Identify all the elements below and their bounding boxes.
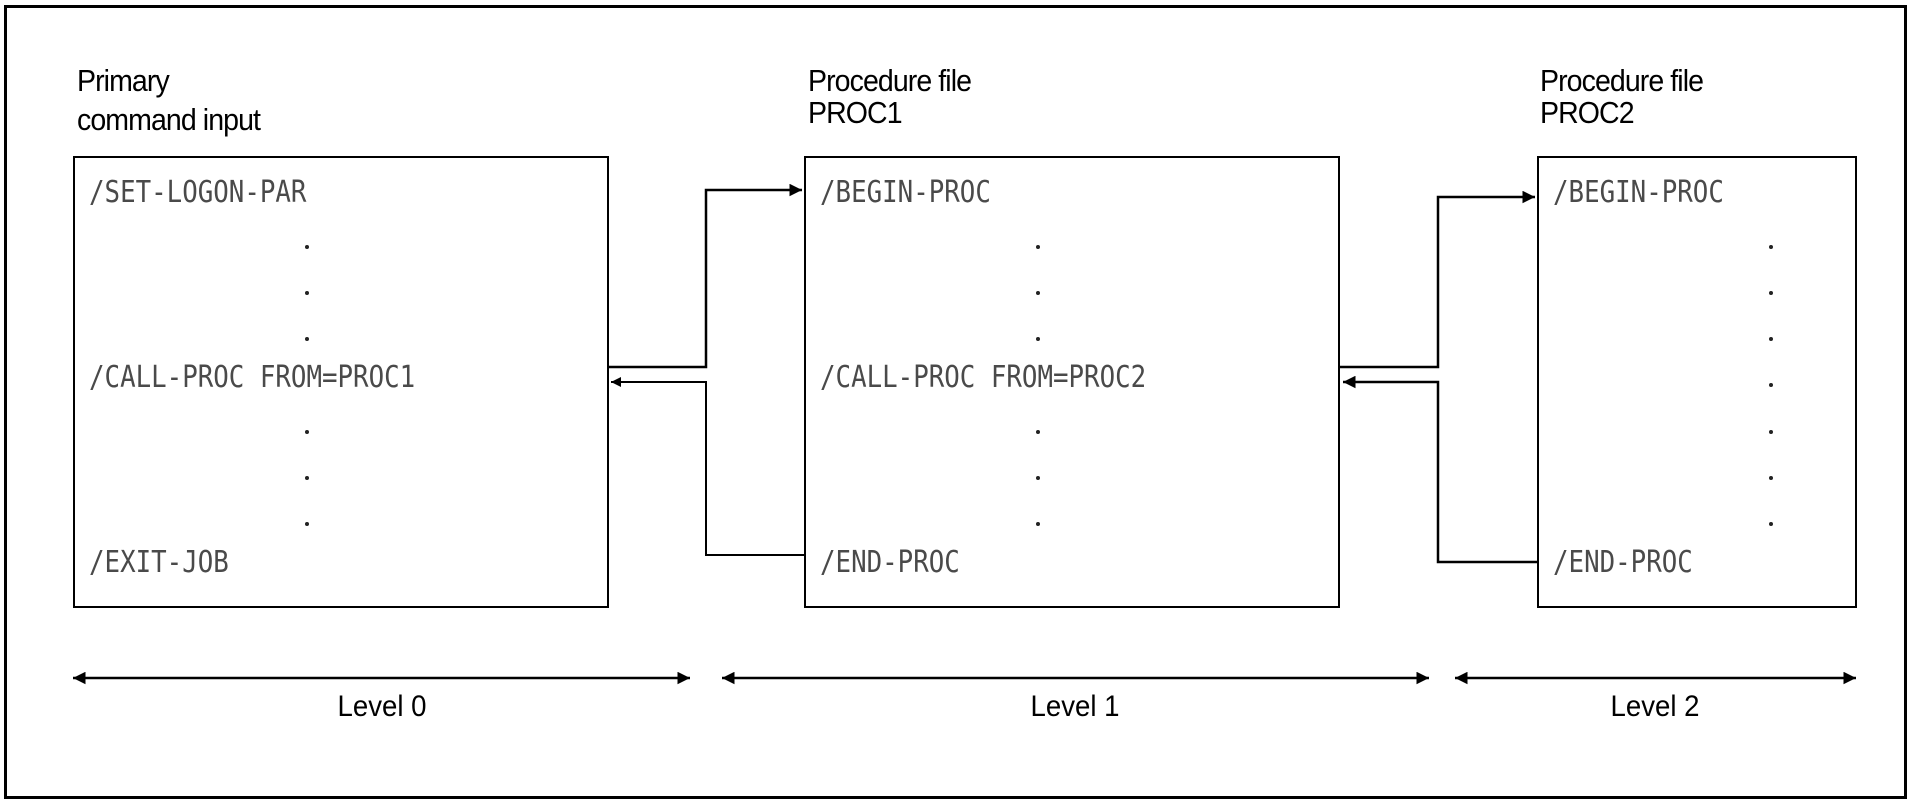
code-line-end-proc: /END-PROC (820, 545, 960, 580)
ellipsis-dot (1036, 245, 1040, 249)
code-line-end-proc: /END-PROC (1553, 545, 1693, 580)
proc2-box: /BEGIN-PROC /END-PROC (1537, 156, 1857, 608)
code-line-call-proc2: /CALL-PROC FROM=PROC2 (820, 360, 1147, 395)
primary-input-box: /SET-LOGON-PAR /CALL-PROC FROM=PROC1 /EX… (73, 156, 609, 608)
ellipsis-dot (1036, 430, 1040, 434)
ellipsis-dot (1036, 522, 1040, 526)
level-0-label: Level 0 (337, 690, 427, 723)
ellipsis-dot (305, 430, 309, 434)
primary-input-title-line2: command input (77, 102, 261, 137)
ellipsis-dot (305, 522, 309, 526)
ellipsis-dot (1769, 291, 1773, 295)
ellipsis-dot (1036, 476, 1040, 480)
ellipsis-dot (1769, 383, 1773, 387)
ellipsis-dot (1036, 337, 1040, 341)
return-arrow-proc2 (1343, 375, 1537, 564)
ellipsis-dot (305, 337, 309, 341)
code-line-begin-proc: /BEGIN-PROC (820, 175, 991, 210)
call-arrow-proc2 (1340, 190, 1535, 369)
proc1-title-line2: PROC1 (808, 95, 903, 130)
ellipsis-dot (1769, 245, 1773, 249)
call-arrow-proc1 (609, 183, 802, 369)
proc1-box: /BEGIN-PROC /CALL-PROC FROM=PROC2 /END-P… (804, 156, 1340, 608)
ellipsis-dot (305, 476, 309, 480)
code-line-set-logon-par: /SET-LOGON-PAR (89, 175, 307, 210)
ellipsis-dot (305, 245, 309, 249)
ellipsis-dot (1769, 337, 1773, 341)
proc1-title-line1: Procedure file (808, 63, 972, 98)
proc2-title-line1: Procedure file (1540, 63, 1704, 98)
proc2-title-line2: PROC2 (1540, 95, 1635, 130)
ellipsis-dot (305, 291, 309, 295)
code-line-exit-job: /EXIT-JOB (89, 545, 229, 580)
ellipsis-dot (1769, 476, 1773, 480)
level-1-label: Level 1 (1030, 690, 1120, 723)
code-line-begin-proc: /BEGIN-PROC (1553, 175, 1724, 210)
diagram-frame (4, 5, 1907, 799)
primary-input-title-line1: Primary (77, 63, 170, 98)
code-line-call-proc1: /CALL-PROC FROM=PROC1 (89, 360, 416, 395)
ellipsis-dot (1769, 522, 1773, 526)
return-arrow-proc1 (611, 377, 804, 556)
ellipsis-dot (1036, 291, 1040, 295)
level-2-label: Level 2 (1610, 690, 1700, 723)
ellipsis-dot (1769, 430, 1773, 434)
